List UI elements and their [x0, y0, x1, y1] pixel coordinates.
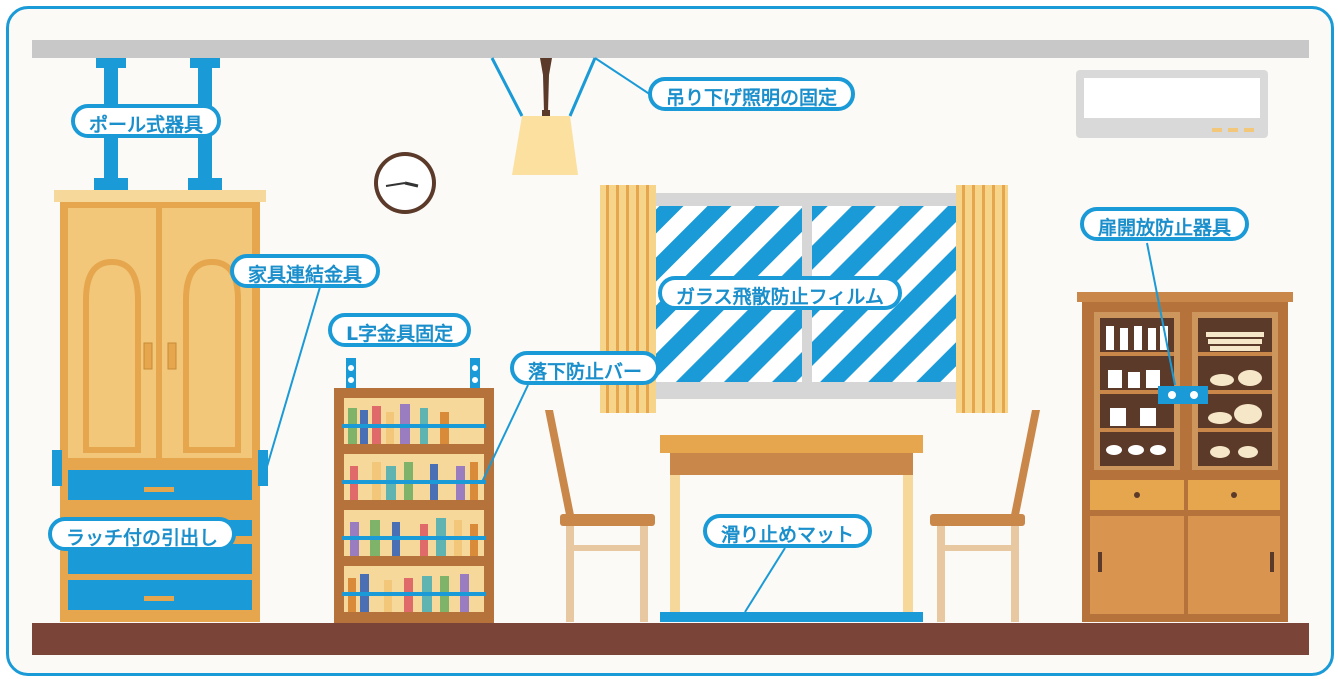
label-door-stopper: 扉開放防止器具 [1080, 207, 1250, 241]
wardrobe [52, 190, 268, 622]
label-anti-slip-mat: 滑り止めマット [703, 514, 873, 548]
floor [32, 623, 1309, 655]
air-conditioner-icon [1076, 70, 1268, 138]
label-furniture-link: 家具連結金具 [230, 254, 381, 288]
cupboard [1077, 292, 1293, 622]
chair-right [930, 410, 1040, 622]
curtain-right [956, 185, 1008, 413]
pendant-lamp-icon [490, 57, 597, 175]
ceiling-beam [32, 40, 1309, 58]
chair-left [545, 410, 655, 622]
label-pendant-fixing: 吊り下げ照明の固定 [648, 77, 856, 111]
wall-clock-icon [374, 152, 436, 214]
leader-lines [265, 57, 1176, 613]
label-glass-film: ガラス飛散防止フィルム [658, 276, 902, 310]
dining-table [660, 435, 923, 622]
label-pole-brace: ポール式器具 [71, 104, 222, 138]
label-latch-drawer: ラッチ付の引出し [48, 517, 237, 551]
label-fall-bar: 落下防止バー [510, 351, 661, 385]
label-l-bracket: L字金具固定 [328, 313, 472, 347]
bookshelf [334, 358, 494, 623]
